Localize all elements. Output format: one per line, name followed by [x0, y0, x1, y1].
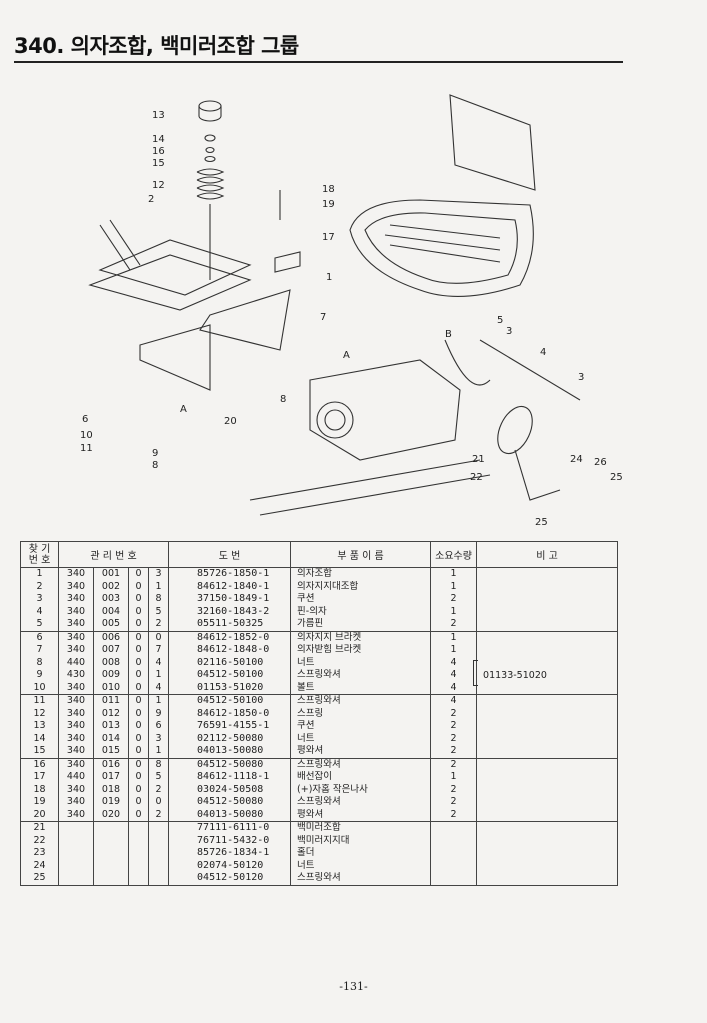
svg-text:20: 20 — [224, 416, 237, 427]
remarks-cell — [476, 694, 619, 759]
title-divider — [14, 61, 623, 63]
mgmt-serial — [93, 821, 129, 886]
svg-text:19: 19 — [322, 199, 335, 210]
mgmt-group — [58, 821, 94, 886]
svg-text:3: 3 — [506, 326, 512, 337]
svg-text:7: 7 — [320, 312, 326, 323]
svg-text:17: 17 — [322, 232, 335, 243]
header-part-name: 부 품 이 름 — [290, 541, 432, 568]
svg-text:25: 25 — [535, 517, 548, 528]
remark-reference: 01133-51020 — [483, 669, 547, 681]
svg-text:8: 8 — [280, 394, 286, 405]
header-remarks: 비 고 — [476, 541, 619, 568]
remarks-cell — [476, 757, 619, 822]
svg-text:18: 18 — [322, 184, 335, 195]
remarks-cell — [476, 821, 619, 886]
page-number: -131- — [339, 980, 368, 993]
svg-text:22: 22 — [470, 472, 483, 483]
svg-text:26: 26 — [594, 457, 607, 468]
remarks-cell — [476, 567, 619, 632]
svg-text:11: 11 — [80, 443, 93, 454]
header-drawing-no: 도 번 — [168, 541, 292, 568]
svg-text:16: 16 — [152, 146, 165, 157]
remark-bracket — [473, 659, 479, 686]
header-mgmt-no: 관 리 번 호 — [57, 541, 170, 568]
svg-text:25: 25 — [610, 472, 623, 483]
svg-text:6: 6 — [82, 414, 88, 425]
mgmt-rev — [128, 821, 149, 886]
header-qty: 소요수량 — [430, 541, 478, 568]
remarks-cell: 01133-51020 — [473, 630, 619, 695]
svg-text:21: 21 — [472, 454, 485, 465]
mgmt-check — [147, 821, 170, 886]
svg-text:9: 9 — [152, 448, 158, 459]
svg-text:2: 2 — [148, 194, 154, 205]
page-title: 340. 의자조합, 백미러조합 그룹 — [14, 34, 299, 58]
svg-text:8: 8 — [152, 460, 158, 471]
svg-text:5: 5 — [497, 315, 503, 326]
svg-text:12: 12 — [152, 180, 165, 191]
svg-text:A: A — [180, 404, 187, 415]
svg-text:3: 3 — [578, 372, 584, 383]
svg-text:4: 4 — [540, 347, 546, 358]
svg-text:15: 15 — [152, 158, 165, 169]
quantities — [430, 821, 478, 886]
svg-text:13: 13 — [152, 110, 165, 121]
svg-text:B: B — [445, 329, 452, 340]
svg-text:24: 24 — [570, 454, 583, 465]
svg-text:10: 10 — [80, 430, 93, 441]
svg-text:A: A — [343, 350, 350, 361]
svg-text:1: 1 — [326, 272, 332, 283]
svg-text:14: 14 — [152, 134, 165, 145]
